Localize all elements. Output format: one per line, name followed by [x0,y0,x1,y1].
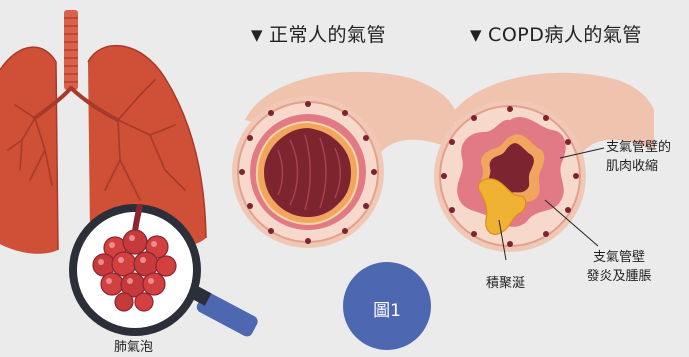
header-copd: ▼ COPD病人的氣管 [470,20,642,47]
header-normal-text: 正常人的氣管 [269,24,386,46]
label-swelling-line2: 發炎及腫脹 [572,267,666,286]
label-alveoli: 肺氣泡 [114,338,153,357]
label-muscle-contraction: 支氣管壁的 肌肉收縮 [606,138,671,176]
down-triangle-icon: ▼ [470,26,482,44]
label-muscle-line1: 支氣管壁的 [606,138,671,157]
figure-badge: 圖1 [343,262,431,350]
header-normal: ▼ 正常人的氣管 [251,20,386,47]
normal-airway [232,72,455,248]
down-triangle-icon: ▼ [251,26,263,44]
label-wall-swelling: 支氣管壁 發炎及腫脹 [572,248,666,286]
label-swelling-line1: 支氣管壁 [572,248,666,267]
figure-badge-text: 圖1 [343,296,431,321]
label-mucus: 積聚涎 [486,274,525,293]
header-copd-text: COPD病人的氣管 [488,24,642,46]
magnifier [69,204,260,339]
label-muscle-line2: 肌肉收縮 [606,157,671,176]
